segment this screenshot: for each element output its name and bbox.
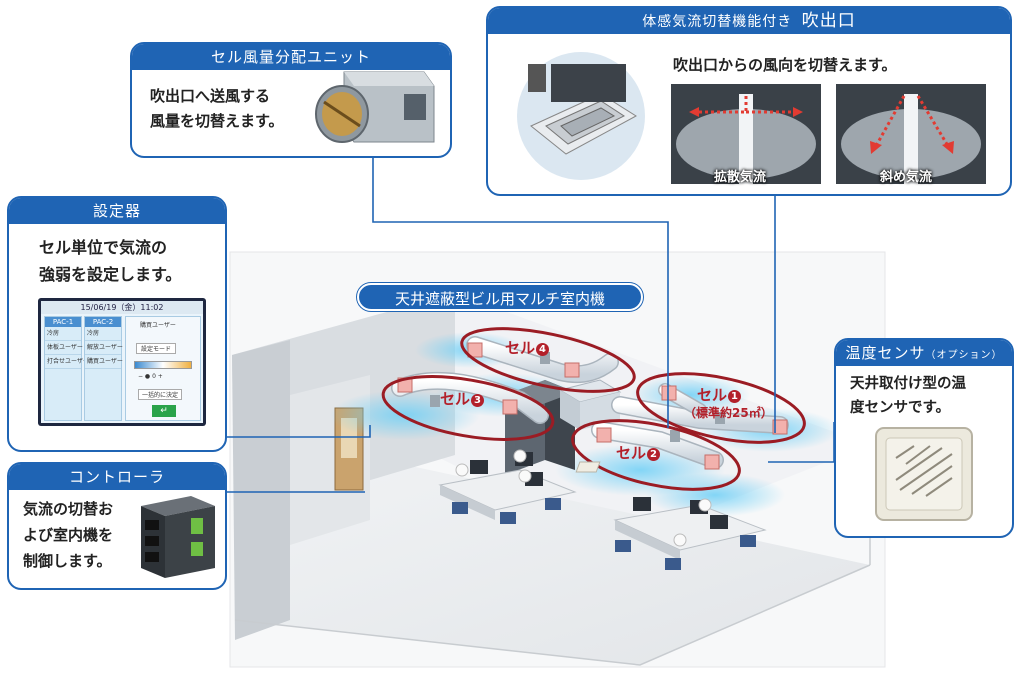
cell-number-badge: 4 [536, 343, 550, 356]
panel-mode: 設定モード [136, 343, 177, 354]
cell-ring-1 [636, 372, 806, 444]
cell-number-badge: 1 [728, 390, 742, 403]
panel-detail: 購買ユーザー 設定モード − ● 0 + 一括的に決定 ↵ [125, 316, 201, 421]
touch-panel-screen: 15/06/19（金）11:02 PAC-1 冷房 体板ユーザー 打合せユーザー… [41, 301, 203, 423]
cell-ring-3 [381, 375, 555, 441]
callout-line: セル単位で気流の [39, 238, 168, 257]
callout-title: 温度センサ [845, 344, 926, 362]
cell-ring-4 [460, 327, 636, 393]
cell-prefix: セル [440, 390, 471, 408]
caption-diffuse: 拡散気流 [714, 170, 767, 185]
oblique-airflow-image [836, 84, 986, 184]
panel-apply-button[interactable]: 一括的に決定 [138, 389, 183, 400]
outlet-boxes [397, 342, 788, 470]
callout-title-suffix: 吹出口 [801, 11, 856, 31]
panel-column-2: PAC-2 冷房 解放ユーザー 購買ユーザー [84, 316, 123, 421]
cell-number-badge: 3 [471, 394, 485, 407]
connector-lines [227, 158, 835, 493]
callout-line: 気流の切替お [23, 500, 114, 518]
callout-desc: 吹出口からの風向を切替えます。 [673, 56, 897, 74]
controller-image [141, 496, 215, 578]
callout-sensor: 温度センサ（オプション） 天井取付け型の温 度センサです。 [834, 338, 1014, 538]
callout-title: 設定器 [9, 198, 225, 224]
callout-line: 強弱を設定します。 [39, 265, 182, 284]
cell-ring-2 [571, 419, 741, 491]
callout-line: よび室内機を [23, 526, 114, 544]
callout-line: 吹出口へ送風する [150, 87, 271, 105]
cell-number-badge: 2 [647, 448, 661, 461]
panel-line: 打合せユーザー [45, 355, 89, 369]
panel-column-head: PAC-1 [45, 317, 81, 327]
callout-title-note: （オプション） [925, 350, 1003, 361]
panel-line: 解放ユーザー [85, 341, 123, 355]
damper-unit-image [315, 71, 435, 143]
cell-rings [381, 327, 806, 491]
panel-line: 体板ユーザー [45, 341, 83, 355]
callout-title: コントローラ [9, 464, 225, 490]
callout-controller: コントローラ 気流の切替お よび室内機を 制御します。 [7, 462, 227, 590]
cell-prefix: セル [697, 386, 728, 404]
floor-plane [235, 455, 870, 665]
desk-group-right [613, 497, 767, 570]
ceiling-sensor [575, 461, 601, 473]
touch-panel: 15/06/19（金）11:02 PAC-1 冷房 体板ユーザー 打合せユーザー… [38, 298, 206, 426]
caption-oblique: 斜め気流 [880, 170, 933, 185]
cell-1-area: （標準約25㎡） [684, 406, 773, 420]
left-wall-front [232, 340, 290, 640]
cell-prefix: セル [505, 339, 536, 357]
callout-line: 天井取付け型の温 [850, 376, 966, 392]
cell-dampers [430, 352, 725, 442]
panel-detail-title: 購買ユーザー [140, 322, 176, 329]
airflow [645, 473, 785, 517]
desk-group-left [438, 449, 577, 524]
panel-line: 購買ユーザー [85, 355, 123, 369]
panel-badge: 冷房 [45, 327, 81, 341]
panel-ok-button[interactable]: ↵ [152, 405, 176, 417]
callout-line: 制御します。 [23, 552, 112, 570]
diffuser-image [517, 52, 645, 180]
panel-scale: − ● 0 + [138, 373, 163, 380]
panel-column-1: PAC-1 冷房 体板ユーザー 打合せユーザー [44, 316, 89, 421]
callout-line: 度センサです。 [850, 400, 951, 416]
cell-prefix: セル [616, 444, 647, 462]
panel-level-bar [134, 361, 192, 369]
callout-cell-unit: セル風量分配ユニット 吹出口へ送風する 風量を切替えます。 [130, 42, 452, 158]
panel-badge: 冷房 [85, 327, 121, 341]
indoor-unit-label: 天井遮蔽型ビル用マルチ室内機 [357, 283, 643, 311]
callout-title: セル風量分配ユニット [132, 44, 450, 70]
panel-header: 15/06/19（金）11:02 [41, 301, 203, 314]
callout-title: 体感気流切替機能付き [642, 14, 793, 30]
temperature-sensor-image [875, 427, 973, 521]
callout-line: 風量を切替えます。 [150, 112, 284, 130]
panel-column-head: PAC-2 [85, 317, 121, 327]
diffuse-airflow-image [671, 84, 821, 184]
callout-outlet: 体感気流切替機能付き 吹出口 吹出口からの風向を切替えます。 [486, 6, 1012, 196]
